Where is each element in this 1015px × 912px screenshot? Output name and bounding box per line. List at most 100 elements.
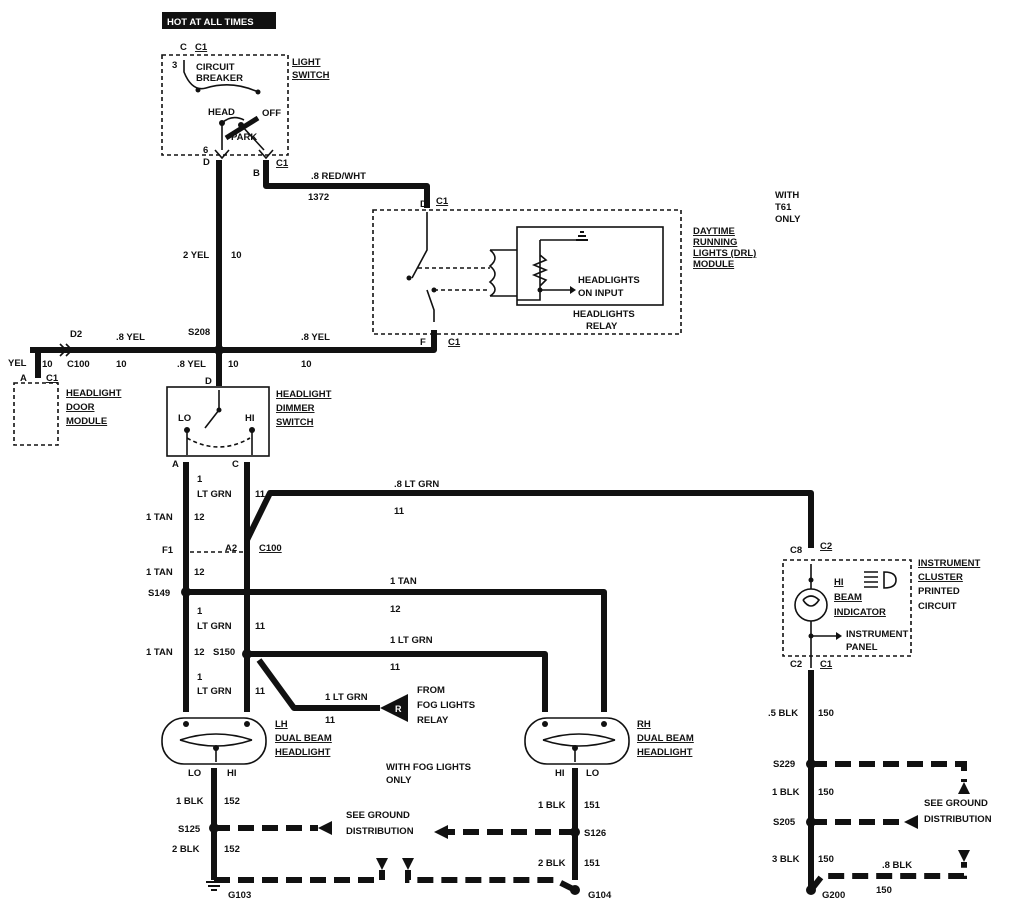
drl-pin-d: D <box>420 199 427 210</box>
g103-label: G103 <box>228 890 251 901</box>
cluster-blk8-num: 150 <box>876 885 892 896</box>
lh-num12-c: 12 <box>194 647 205 658</box>
door-pin-a: A <box>20 373 27 384</box>
fog-2: FOG LIGHTS <box>417 700 475 711</box>
ip-1: INSTRUMENT <box>846 629 908 640</box>
dimmer-title-2: DIMMER <box>276 403 315 414</box>
ls-conn-c1: C1 <box>195 42 208 53</box>
rh-ground-dist-arrow-2 <box>402 858 414 870</box>
dimmer-hi: HI <box>245 413 255 424</box>
rh-term-lo <box>601 721 607 727</box>
door-title-3: MODULE <box>66 416 107 427</box>
lh-c100: C100 <box>259 543 282 554</box>
gd-l2: DISTRIBUTION <box>346 826 414 837</box>
lh-title-3: HEADLIGHT <box>275 747 331 758</box>
drl-title-2: RUNNING <box>693 237 737 248</box>
drl-title-1: DAYTIME <box>693 226 735 237</box>
red-wht-wire <box>263 160 430 208</box>
rh-blk2: 2 BLK <box>538 858 566 869</box>
lh-one: 1 <box>197 474 203 485</box>
yel-down-num: 10 <box>228 359 239 370</box>
lh-num11-c: 11 <box>255 686 266 697</box>
ls-switch-blade <box>224 115 260 141</box>
hi-beam-symbol-icon <box>864 571 897 589</box>
ls-cb-1: CIRCUIT <box>196 62 235 73</box>
fog-only-1: WITH FOG LIGHTS <box>386 762 471 773</box>
lh-lt-grn-b: LT GRN <box>197 621 232 632</box>
ls-breaker-node-2 <box>255 89 261 95</box>
drl-relay-2: RELAY <box>586 321 618 332</box>
drl-conn-d: C1 <box>436 196 449 207</box>
lh-hi: HI <box>227 768 237 779</box>
ls-title-2: SWITCH <box>292 70 330 81</box>
s149-label: S149 <box>148 588 170 599</box>
rh-blk-num: 151 <box>584 800 601 811</box>
door-conn: C1 <box>46 373 59 384</box>
cluster-blk3: 3 BLK <box>772 854 800 865</box>
fog-1: FROM <box>417 685 445 696</box>
dimmer-title-3: SWITCH <box>276 417 314 428</box>
fog-wire <box>256 658 380 711</box>
s150-label: S150 <box>213 647 235 658</box>
dimmer-pin-c: C <box>232 459 239 470</box>
drl-inner-box <box>516 226 664 306</box>
fog-only-2: ONLY <box>386 775 412 786</box>
cluster-box <box>782 559 912 657</box>
s125-label: S125 <box>178 824 201 835</box>
cluster-blk8: .8 BLK <box>882 860 912 871</box>
drl-ground-icon <box>576 231 588 241</box>
lh-lt-grn-c: LT GRN <box>197 686 232 697</box>
cluster-pin-c8: C8 <box>790 545 802 556</box>
drl-relay-link <box>418 267 490 291</box>
left-cut-yel: YEL <box>8 358 27 369</box>
lt-grn-top-label: .8 LT GRN <box>394 479 439 490</box>
dimmer-pivot <box>216 407 222 413</box>
drl-conn-f: C1 <box>448 337 461 348</box>
yel-bus-wire <box>30 330 437 353</box>
lh-one-c: 1 <box>197 672 203 683</box>
c100-label: C100 <box>67 359 90 370</box>
drl-only: ONLY <box>775 214 801 225</box>
tan-run-num: 12 <box>390 604 401 615</box>
rh-title-2: DUAL BEAM <box>637 733 694 744</box>
lh-ground-dist-arrow <box>318 821 332 835</box>
drl-title-4: MODULE <box>693 259 734 270</box>
gd-l1: SEE GROUND <box>346 810 410 821</box>
lh-num12-a: 12 <box>194 512 205 523</box>
rh-term-gnd <box>572 745 578 751</box>
lh-a2: A2 <box>225 543 237 554</box>
dimmer-switch-lines <box>186 390 253 455</box>
cluster-title-3: PRINTED <box>918 586 960 597</box>
hi-beam-node-top <box>808 577 814 583</box>
lh-tan-b: 1 TAN <box>146 567 173 578</box>
lt-grn-top-num: 11 <box>394 506 405 517</box>
rh-headlight-body <box>524 717 630 765</box>
drl-module-box <box>372 209 682 335</box>
s126-label: S126 <box>584 828 606 839</box>
ip-arrowhead <box>836 632 842 640</box>
g103-ground-icon <box>206 881 222 891</box>
fog-wire-num: 11 <box>325 715 336 726</box>
door-title-1: HEADLIGHT <box>66 388 122 399</box>
rh-ground-dist-line-2 <box>405 870 577 893</box>
lh-blk: 1 BLK <box>176 796 204 807</box>
lh-lo: LO <box>188 768 201 779</box>
lh-term-lo <box>183 721 189 727</box>
left-cut-num: 10 <box>42 359 53 370</box>
door-title-2: DOOR <box>66 402 95 413</box>
cluster-blk3-num: 150 <box>818 854 834 865</box>
ls-title-1: LIGHT <box>292 57 321 68</box>
hi-beam-3: INDICATOR <box>834 607 886 618</box>
s208-label: S208 <box>188 327 210 338</box>
ls-off: OFF <box>262 108 281 119</box>
lh-title-1: LH <box>275 719 288 730</box>
lh-ground-dist-arrow-2 <box>376 858 388 870</box>
tan-run-right <box>186 589 607 712</box>
drl-relay-lines <box>411 212 582 322</box>
ls-pin-6: 6 <box>203 145 208 156</box>
g104-label: G104 <box>588 890 612 901</box>
fog-relay-arrow <box>380 694 408 722</box>
drl-relay-coil <box>488 249 517 297</box>
lh-term-hi <box>244 721 250 727</box>
